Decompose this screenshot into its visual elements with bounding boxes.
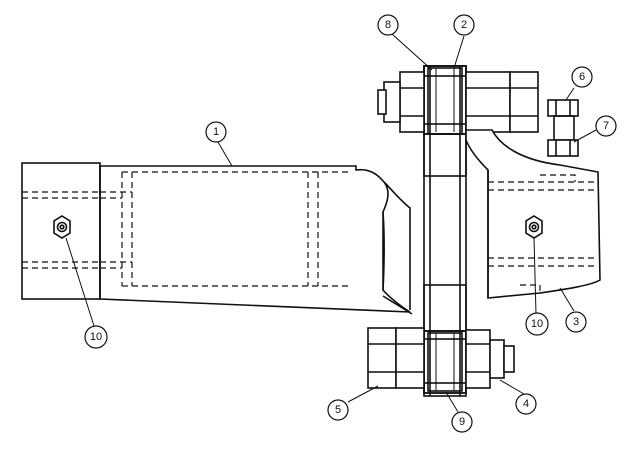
part-3-clamp	[465, 129, 601, 299]
set-screw-right	[525, 215, 543, 239]
callout-8-label: 8	[385, 19, 391, 31]
clamp-body	[465, 129, 601, 299]
callout-4: 4	[515, 393, 537, 415]
callout-9-label: 9	[459, 416, 465, 428]
callout-5-label: 5	[335, 404, 341, 416]
callout-6: 6	[571, 66, 593, 88]
callout-10-left-label: 10	[90, 331, 102, 343]
callout-9: 9	[451, 411, 473, 433]
callout-7-label: 7	[603, 120, 609, 132]
callout-7: 7	[595, 115, 617, 137]
callout-1-label: 1	[213, 126, 219, 138]
callout-2: 2	[453, 14, 475, 36]
callout-1: 1	[205, 121, 227, 143]
callout-8: 8	[377, 14, 399, 36]
tube-body	[99, 165, 411, 313]
callout-3-label: 3	[573, 316, 579, 328]
part-1-tube	[21, 162, 413, 315]
callout-10-right-label: 10	[531, 318, 543, 330]
lower-bolt-head-left	[367, 327, 425, 389]
lower-nut-right	[465, 329, 515, 389]
callout-5: 5	[327, 399, 349, 421]
callout-2-label: 2	[461, 19, 467, 31]
callout-10-right: 10	[525, 312, 549, 336]
upper-nut-right	[465, 71, 539, 133]
part-7-threaded-stud	[547, 115, 579, 157]
part-6-small-bolt	[547, 99, 579, 117]
link-plate-body	[423, 65, 467, 397]
center-plate	[423, 65, 467, 397]
upper-bolt-head-left	[377, 71, 425, 133]
callout-3: 3	[565, 311, 587, 333]
leader-lines	[65, 33, 597, 413]
set-screw-left	[53, 215, 71, 239]
callout-10-left: 10	[84, 325, 108, 349]
callout-4-label: 4	[523, 398, 529, 410]
callout-6-label: 6	[579, 71, 585, 83]
